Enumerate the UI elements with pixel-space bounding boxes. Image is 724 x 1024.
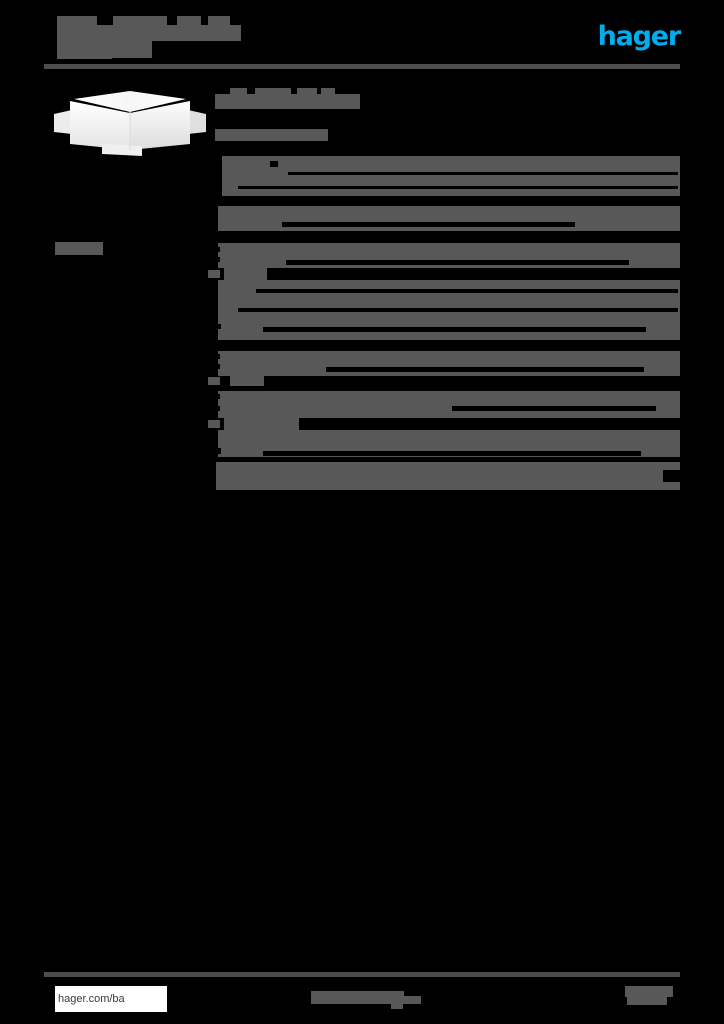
- row-text-gap: [270, 161, 278, 167]
- row-value-gap: [208, 324, 221, 329]
- row-text-gap: [238, 186, 678, 189]
- main-title-tick: [321, 88, 335, 94]
- row-text-gap: [256, 289, 678, 293]
- footer-right-text: [625, 986, 673, 997]
- header-subtitle-extra: [57, 48, 112, 59]
- table-row-separator: [208, 418, 680, 430]
- row-value-gap: [208, 354, 220, 359]
- table-row-separator: [208, 231, 680, 243]
- row-value-leader: [263, 451, 641, 456]
- footer-center-text-tick: [391, 1002, 403, 1009]
- row-label: [224, 268, 267, 280]
- page-footer: [0, 964, 724, 1024]
- row-value-gap: [208, 394, 220, 399]
- product-image: [46, 88, 214, 164]
- row-value-leader: [286, 260, 629, 265]
- row-value-gap: [208, 206, 218, 211]
- row-text-gap: [663, 470, 680, 482]
- page-title: [57, 25, 241, 41]
- row-label-tick: [208, 420, 220, 428]
- main-title-tick: [297, 88, 317, 94]
- row-label: [230, 376, 264, 386]
- row-label-tick: [208, 377, 220, 385]
- row-label-gap: [208, 430, 218, 457]
- header-divider: [44, 64, 680, 69]
- row-value-gap: [208, 364, 220, 369]
- row-label-gap: [208, 243, 218, 268]
- header-title-block: [208, 16, 230, 25]
- row-label: [224, 418, 299, 430]
- specification-table: [208, 88, 680, 490]
- hager-logo-text: hager: [597, 21, 682, 52]
- table-row: [208, 351, 680, 376]
- page-header: hager: [0, 0, 724, 80]
- main-title: [215, 94, 360, 109]
- row-value-gap: [208, 448, 221, 454]
- row-value-gap: [208, 257, 220, 262]
- main-subtitle: [215, 129, 328, 141]
- row-text-gap: [288, 172, 678, 175]
- row-value-leader: [282, 222, 575, 227]
- row-label-tick: [208, 270, 220, 278]
- header-title-block: [177, 16, 201, 25]
- row-value-gap: [208, 218, 218, 223]
- table-row: [208, 156, 680, 196]
- table-row: [208, 280, 680, 340]
- row-value-leader: [452, 406, 656, 411]
- row-label-gap: [208, 280, 218, 340]
- row-value-gap: [208, 247, 220, 252]
- row-text-gap: [238, 308, 678, 312]
- table-row: [208, 206, 680, 231]
- product-image-caption: [55, 242, 103, 255]
- main-title-tick: [255, 88, 291, 94]
- main-title-tick: [230, 88, 247, 94]
- row-label-gap: [208, 391, 218, 418]
- table-row: [208, 391, 680, 418]
- row-value-leader: [263, 327, 646, 332]
- table-row-separator: [208, 376, 680, 391]
- footer-url-box[interactable]: hager.com/ba: [55, 986, 167, 1012]
- footer-right-text-extra: [627, 994, 667, 1005]
- row-label-gap: [208, 351, 218, 376]
- footer-divider: [44, 972, 680, 977]
- row-value-leader: [326, 367, 644, 372]
- table-row-separator: [208, 196, 680, 206]
- footer-center-text-extra: [311, 996, 421, 1004]
- footer-url-text: hager.com/ba: [58, 993, 125, 1005]
- row-label-gap: [208, 462, 216, 490]
- header-title-block: [57, 16, 97, 25]
- trunking-external-corner-icon: [54, 91, 206, 156]
- row-label-gap: [208, 156, 222, 196]
- table-row: [208, 462, 680, 490]
- table-row: [208, 243, 680, 268]
- header-title-block: [113, 16, 167, 25]
- table-row: [208, 430, 680, 457]
- table-row-separator: [208, 340, 680, 351]
- table-row-separator: [208, 268, 680, 280]
- row-value-gap: [208, 406, 220, 411]
- hager-logo: hager: [580, 21, 682, 52]
